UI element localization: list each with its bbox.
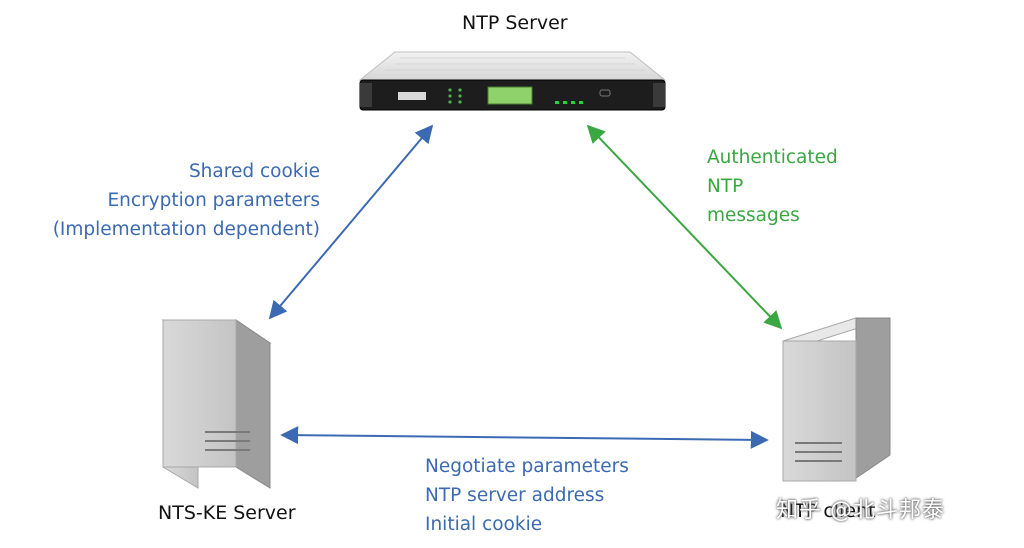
label-line: Negotiate parameters bbox=[425, 456, 629, 477]
label-line: Authenticated bbox=[707, 147, 838, 168]
label-line: Initial cookie bbox=[425, 514, 543, 535]
nts-ke-server-tower-icon bbox=[161, 319, 272, 489]
label-line: messages bbox=[707, 205, 800, 226]
server-ke-link-label: Shared cookie Encryption parameters (Imp… bbox=[53, 157, 320, 244]
nts-ke-server-title: NTS-KE Server bbox=[158, 502, 296, 524]
label-line: (Implementation dependent) bbox=[52, 219, 320, 240]
ntp-server-title: NTP Server bbox=[462, 12, 568, 34]
ntp-client-tower-icon bbox=[782, 317, 891, 482]
arrow-ntp-server-to-nts-ke bbox=[268, 124, 434, 320]
label-line: Encryption parameters bbox=[107, 190, 320, 211]
arrow-ntp-server-to-client bbox=[586, 124, 783, 330]
label-line: Shared cookie bbox=[188, 161, 320, 182]
arrow-nts-ke-to-client bbox=[280, 426, 769, 449]
ntp-client-title: NTP client bbox=[780, 500, 876, 522]
watermark-text: 知乎 @北斗邦泰 bbox=[776, 498, 945, 523]
ke-client-link-label: Negotiate parameters NTP server address … bbox=[425, 452, 629, 539]
label-line: NTP bbox=[707, 176, 744, 197]
ntp-server-device-icon bbox=[358, 51, 667, 111]
label-line: NTP server address bbox=[425, 485, 605, 506]
server-client-link-label: Authenticated NTP messages bbox=[707, 143, 838, 230]
